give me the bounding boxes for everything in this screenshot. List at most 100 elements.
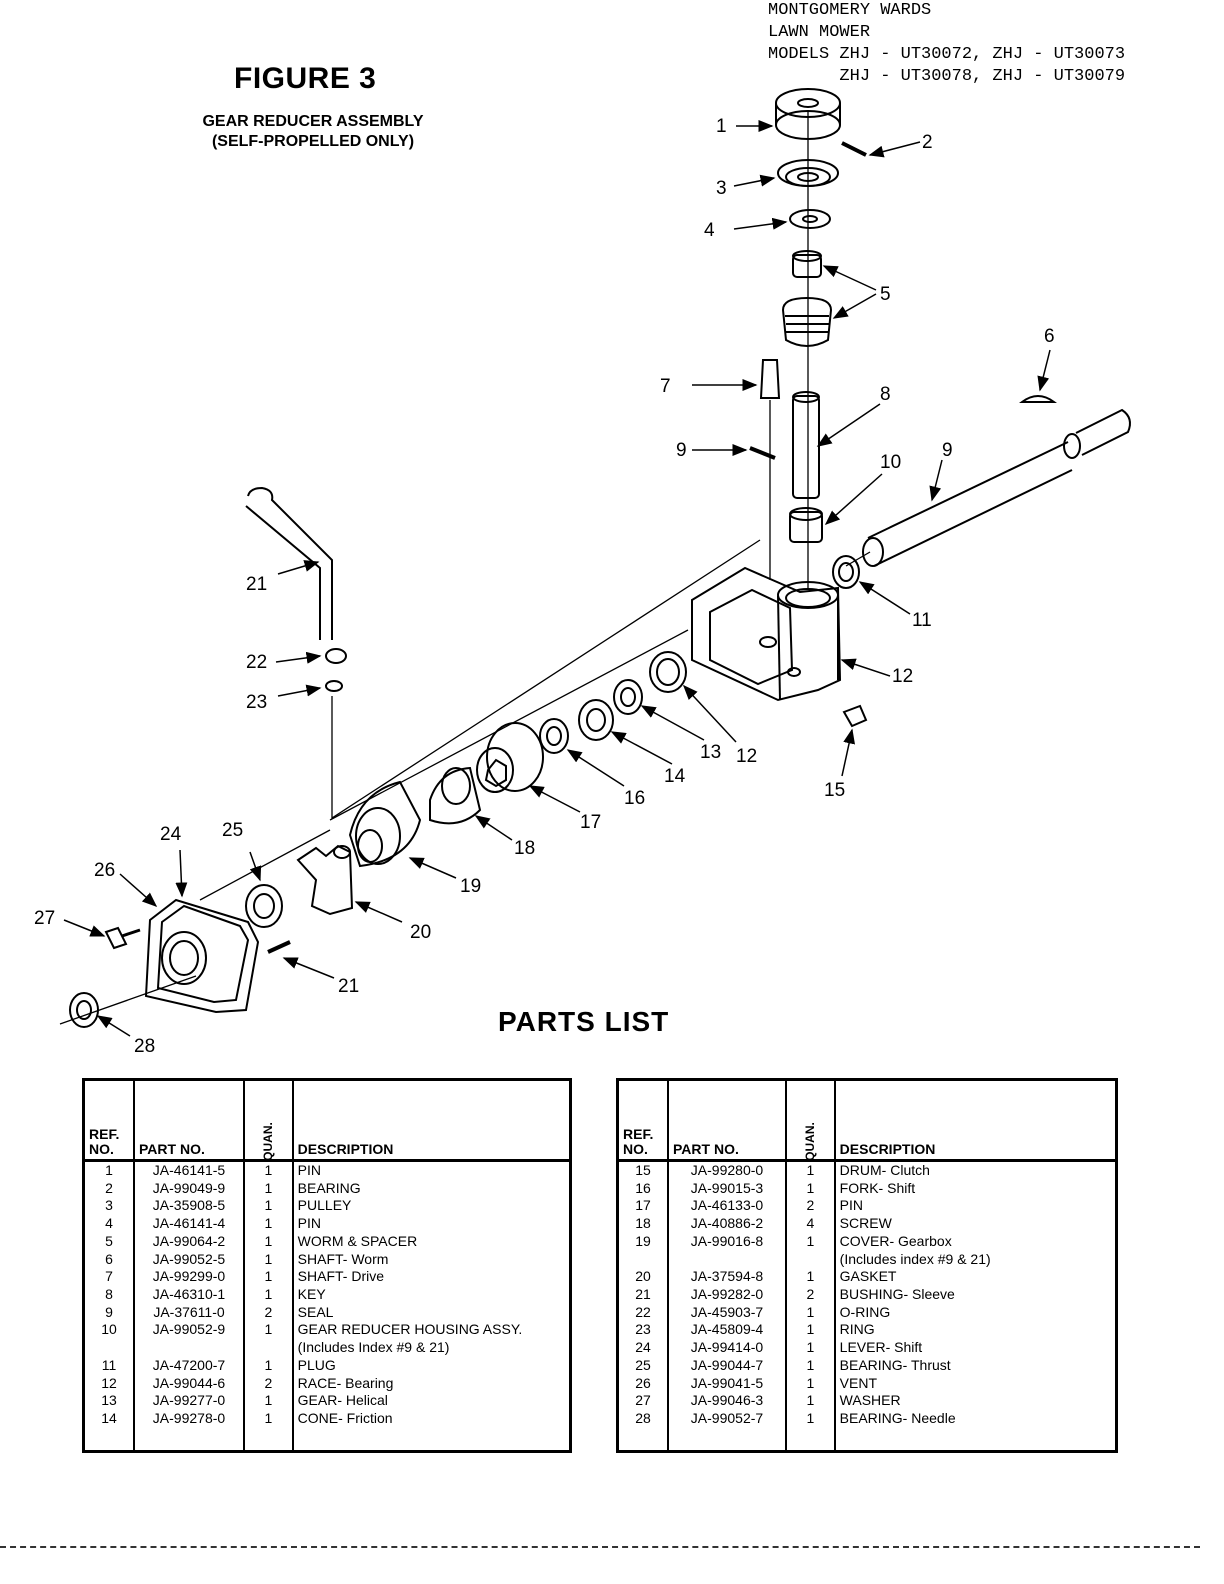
part-no-cell: JA-99052-9 [133,1321,244,1340]
description-cell: SHAFT- Drive [291,1268,571,1287]
callout-21-left: 25 [222,820,243,841]
quantity-cell: 1 [243,1160,293,1180]
callout-19: 26 [94,860,115,881]
quantity-cell: 1 [785,1339,835,1357]
ref-cell: 22 [635,1303,651,1320]
description-cell: PIN [833,1197,1117,1216]
ref-cell: 19 [635,1232,651,1249]
description-cell: GEAR REDUCER HOUSING ASSY. [291,1321,571,1340]
table-header-row: REF.NO. PART NO. QUAN. DESCRIPTION [617,1079,1117,1162]
ref-cell: 23 [635,1321,651,1338]
quantity-cell: 1 [243,1232,293,1251]
header-line-1: MONTGOMERY WARDS [768,1,932,20]
quantity-cell: 1 [243,1215,293,1233]
part-no-cell: JA-47200-7 [133,1356,244,1375]
gear-housing-part [691,566,842,702]
description-header: DESCRIPTION [833,1079,1117,1162]
ref-cell: 13 [101,1392,117,1409]
description-cell: (Includes Index #9 & 21) [291,1339,571,1357]
ref-cell: 28 [635,1410,651,1427]
description-cell: RING [833,1321,1117,1340]
quantity-cell: 1 [243,1286,293,1304]
header-line-2: LAWN MOWER [768,23,871,42]
quantity-cell: 1 [785,1356,835,1375]
exploded-parts-diagram: 1 2 3 4 5 6 7 8 9 9 10 11 12 12 13 14 15… [34,88,1131,1057]
quantity-cell: 1 [785,1303,835,1322]
quantity-cell: 2 [243,1303,293,1322]
ref-cell: 10 [101,1321,117,1338]
ref-cell: 15 [635,1162,651,1178]
ref-header: REF.NO. [617,1079,668,1162]
description-cell: CONE- Friction [291,1410,571,1452]
callout-27: 4 [704,220,715,241]
part-no-cell: JA-45903-7 [667,1303,786,1322]
callout-10: 12 [892,666,913,687]
ref-cell: 4 [105,1215,113,1232]
callout-9-top: 11 [912,610,932,631]
quantity-cell [243,1339,293,1357]
description-cell: BEARING [291,1179,571,1198]
ref-cell [618,1251,669,1269]
description-cell: LEVER- Shift [833,1339,1117,1357]
description-cell: SHAFT- Worm [291,1250,571,1269]
description-cell: WORM & SPACER [291,1232,571,1251]
part-no-cell [667,1250,786,1269]
callout-7: 9 [942,440,953,461]
quantity-cell: 1 [785,1268,835,1287]
description-cell: FORK- Shift [833,1179,1117,1198]
part-no-cell: JA-40886-2 [667,1215,786,1233]
ref-header: REF.NO. [83,1079,134,1162]
part-no-cell: JA-45809-4 [667,1321,786,1340]
part-no-cell: JA-99044-7 [667,1356,786,1375]
figure-title: FIGURE 3 [234,62,377,95]
ref-cell: 11 [101,1356,117,1373]
ref-cell: 24 [635,1339,651,1356]
part-no-cell: JA-99278-0 [133,1410,244,1452]
description-cell: SEAL [291,1303,571,1322]
description-cell: RACE- Bearing [291,1374,571,1393]
callout-28: 10 [880,452,901,473]
quan-header: QUAN. [243,1079,293,1162]
part-no-cell [133,1339,244,1357]
callout-21-right: 12 [736,746,757,767]
callout-13: 17 [580,812,601,833]
callout-26: 7 [660,376,671,397]
part-no-header: PART NO. [667,1079,786,1162]
part-no-cell: JA-99414-0 [667,1339,786,1357]
ref-cell: 5 [105,1232,113,1249]
ref-cell: 12 [101,1374,117,1391]
quantity-cell: 1 [785,1410,835,1452]
description-cell: WASHER [833,1392,1117,1411]
ref-cell: 27 [635,1392,651,1409]
quantity-cell: 2 [785,1286,835,1304]
callout-6: 8 [880,384,891,405]
part-no-cell: JA-99041-5 [667,1374,786,1393]
quantity-cell: 1 [243,1197,293,1216]
quantity-cell: 1 [243,1321,293,1340]
ref-cell: 21 [635,1286,651,1303]
quantity-cell: 1 [785,1160,835,1180]
quantity-cell: 1 [243,1250,293,1269]
quantity-cell: 1 [785,1179,835,1198]
callout-15: 19 [460,876,481,897]
description-cell: BEARING- Needle [833,1410,1117,1452]
